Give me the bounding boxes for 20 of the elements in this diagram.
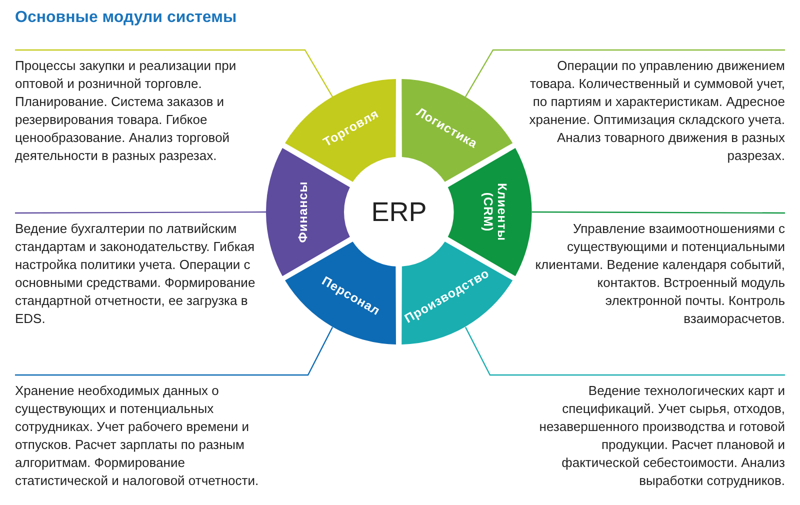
segment-label: Финансы	[296, 180, 310, 244]
description-text: Хранение необходимых данных о существующих и потенциальных сотрудниках. Учет рабочего времени и отпусков. Расчет зарплаты по разным алгоритмам. Формирование статистической и налоговой отчетности.	[15, 382, 280, 490]
leader-line	[15, 326, 334, 376]
title: Основные модули системы	[15, 9, 237, 27]
center-label: ERP	[371, 196, 427, 228]
leader-line	[532, 211, 785, 214]
leader-line	[464, 49, 785, 98]
leader-line	[464, 326, 785, 376]
description-text: Процессы закупки и реализации при оптовой и розничной торговле. Планирование. Система заказов и резервирования товара. Гибкое ценообразование. Анализ торговой деятельности в разных разрезах.	[15, 57, 267, 165]
leader-line	[15, 211, 266, 214]
ring-segment	[266, 148, 351, 276]
leader-line	[15, 49, 334, 98]
description-text: Управление взаимоотношениями с существующими и потенциальными клиентами. Ведение календаря событий, контактов. Встроенный модуль электронной почты. Контроль взаиморасчетов.	[535, 220, 785, 328]
ring-segment	[400, 79, 513, 184]
ring-segment	[400, 240, 513, 345]
description-text: Ведение технологических карт и спецификаций. Учет сырья, отходов, незавершенного производства и готовой продукции. Расчет плановой и фактической себестоимости. Анализ выработки сотрудников.	[530, 382, 785, 490]
description-text: Операции по управлению движением товара. Количественный и суммовой учет, по партиям и характеристикам. Адресное хранение. Оптимизация складского учета. Анализ товарного движения в разных разрезах.	[515, 57, 785, 165]
ring-segment	[285, 79, 398, 184]
description-text: Ведение бухгалтерии по латвийским стандартам и законодательству. Гибкая настройка политики учета. Операции с основными средствами. Формирование стандартной отчетности, ее загрузка в EDS.	[15, 220, 273, 328]
segment-label: Клиенты (CRM)	[481, 182, 510, 244]
